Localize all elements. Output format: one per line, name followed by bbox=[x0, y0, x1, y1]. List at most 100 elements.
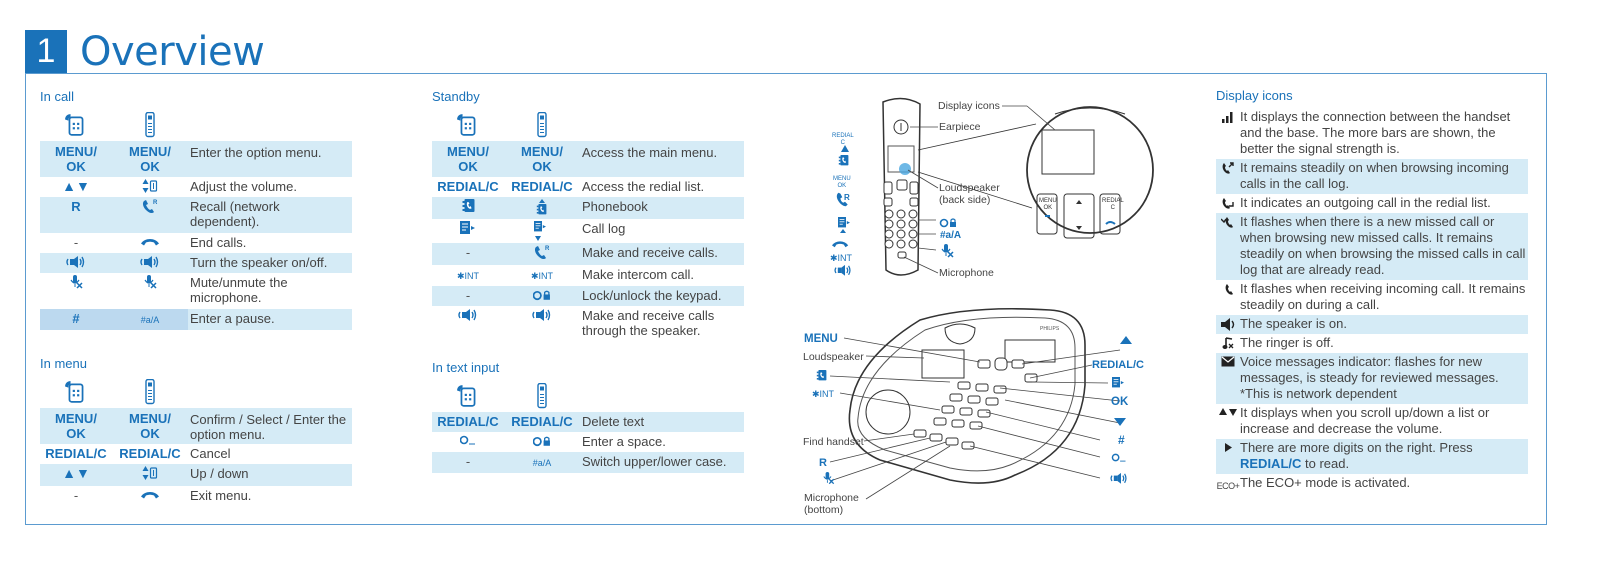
handset-icon bbox=[145, 112, 155, 138]
r-label: R bbox=[844, 193, 850, 202]
table-row: Phonebook bbox=[432, 197, 744, 219]
row-desc: Confirm / Select / Enter the option menu… bbox=[188, 408, 352, 444]
table-row: REDIAL/C REDIAL/C Delete text bbox=[432, 412, 744, 432]
menu-ok-key: MENU/OK bbox=[112, 141, 188, 177]
column-icons bbox=[40, 376, 352, 408]
row-desc: Enter the option menu. bbox=[188, 141, 352, 177]
in-menu-table: MENU/OK MENU/OK Confirm / Select / Enter… bbox=[40, 408, 352, 506]
redial-c-key-text: REDIAL/C bbox=[1240, 456, 1302, 471]
redial-key: REDIAL/C bbox=[119, 446, 181, 461]
speaker-icon bbox=[1221, 318, 1235, 331]
row-desc: Lock/unlock the keypad. bbox=[580, 286, 744, 306]
section-title: Display icons bbox=[1216, 88, 1293, 103]
find-handset-label: Find handset bbox=[803, 436, 864, 448]
item-text: Voice messages indicator: flashes for ne… bbox=[1240, 354, 1499, 401]
list-item: It displays when you scroll up/down a li… bbox=[1216, 404, 1528, 439]
section-title: In menu bbox=[40, 356, 87, 371]
earpiece-label: Earpiece bbox=[939, 121, 981, 133]
speaker-icon bbox=[66, 255, 85, 269]
row-desc: Recall (network dependent). bbox=[188, 197, 352, 233]
row-desc: Enter a pause. bbox=[188, 309, 352, 330]
table-row: Make and receive calls through the speak… bbox=[432, 306, 744, 340]
handset-icon bbox=[537, 112, 547, 138]
volume-updown-icon bbox=[142, 466, 158, 481]
list-item: It remains steadily on when browsing inc… bbox=[1216, 159, 1528, 194]
standby-table: MENU/OK MENU/OK Access the main menu. RE… bbox=[432, 141, 744, 340]
recall-icon bbox=[534, 246, 550, 260]
table-row: REDIAL/C REDIAL/C Access the redial list… bbox=[432, 177, 744, 197]
in-menu-section: In menu MENU/OK MENU/OK Confirm / Select… bbox=[40, 356, 352, 506]
row-desc: Turn the speaker on/off. bbox=[188, 253, 352, 273]
handset-diagram: Display icons Earpiece Loudspeaker (back… bbox=[800, 90, 1200, 290]
in-call-table: MENU/OK MENU/OK Enter the option menu. ▲… bbox=[40, 141, 352, 330]
dash: - bbox=[73, 235, 79, 250]
handset-illustration bbox=[832, 97, 1154, 277]
up-down-key: ▲▼ bbox=[62, 178, 90, 194]
item-text: The ECO+ mode is activated. bbox=[1240, 475, 1411, 490]
list-item: The speaker is on. bbox=[1216, 315, 1528, 334]
base-phone-icon bbox=[457, 384, 476, 407]
speaker-icon bbox=[140, 255, 159, 269]
base-diagram: PHILIPS MENU Loudspeaker ✱INT Fi bbox=[800, 300, 1160, 522]
table-row: ▲▼ Up / down bbox=[40, 464, 352, 486]
hash-aA-key: #a/A bbox=[532, 458, 552, 468]
call-log-icon bbox=[460, 221, 476, 235]
table-row: Mute/unmute the microphone. bbox=[40, 273, 352, 309]
table-row: MENU/OK MENU/OK Access the main menu. bbox=[432, 141, 744, 177]
mute-icon bbox=[70, 275, 83, 289]
dash: - bbox=[73, 488, 79, 503]
row-desc: Call log bbox=[582, 221, 626, 236]
table-row: Enter a space. bbox=[432, 432, 744, 452]
int-key: ✱INT bbox=[530, 271, 554, 281]
row-desc: End calls. bbox=[190, 235, 247, 250]
row-desc: Access the redial list. bbox=[582, 179, 705, 194]
base-illustration: PHILIPS bbox=[816, 307, 1132, 500]
envelope-icon bbox=[1221, 356, 1235, 367]
int-label: ✱INT bbox=[830, 253, 853, 263]
row-desc: Cancel bbox=[190, 446, 231, 461]
zoom-redial-c-label: REDIAL C bbox=[1102, 198, 1124, 211]
ok-label: OK bbox=[1111, 396, 1129, 408]
microphone-bottom-label: Microphone (bottom) bbox=[804, 492, 859, 516]
dash: - bbox=[465, 454, 471, 469]
item-text: There are more digits on the right. Pres… bbox=[1240, 440, 1528, 472]
text-input-table: REDIAL/C REDIAL/C Delete text Enter a sp… bbox=[432, 412, 744, 473]
redial-key: REDIAL/C bbox=[504, 412, 580, 432]
table-row: MENU/OK MENU/OK Enter the option menu. bbox=[40, 141, 352, 177]
display-icons-label: Display icons bbox=[938, 100, 1000, 112]
handset-icon bbox=[1225, 284, 1233, 295]
section-title: In text input bbox=[432, 360, 500, 375]
list-item: Voice messages indicator: flashes for ne… bbox=[1216, 353, 1528, 404]
column-icons bbox=[40, 109, 352, 141]
zoom-menu-ok-label: MENU OK bbox=[1039, 198, 1057, 211]
phonebook-icon bbox=[462, 199, 474, 212]
redial-c-label: REDIAL C bbox=[832, 133, 854, 146]
lock-key-icon bbox=[533, 290, 551, 301]
column-icons bbox=[432, 109, 744, 141]
menu-ok-key: MENU/OK bbox=[432, 141, 504, 177]
volume-updown-icon bbox=[142, 179, 158, 194]
loudspeaker-back-label: Loudspeaker (back side) bbox=[939, 182, 1000, 206]
speaker-icon bbox=[532, 308, 551, 322]
redial-key: REDIAL/C bbox=[45, 446, 107, 461]
row-desc: Adjust the volume. bbox=[190, 179, 297, 194]
row-desc: Access the main menu. bbox=[580, 141, 744, 177]
table-row: - End calls. bbox=[40, 233, 352, 253]
row-desc: Make and receive calls. bbox=[580, 243, 744, 265]
right-arrow-icon bbox=[1225, 443, 1232, 452]
end-call-icon bbox=[141, 492, 159, 499]
text-input-section: In text input REDIAL/C REDIAL/C Delete t… bbox=[432, 360, 744, 473]
list-item: There are more digits on the right. Pres… bbox=[1216, 439, 1528, 474]
table-row: Call log bbox=[432, 219, 744, 243]
list-item: It displays the connection between the h… bbox=[1216, 108, 1528, 159]
eco-icon: ECO+ bbox=[1216, 481, 1240, 491]
table-row: - #a/A Switch upper/lower case. bbox=[432, 452, 744, 473]
item-text-tail: to read. bbox=[1301, 456, 1350, 471]
ringer-off-icon bbox=[1222, 337, 1234, 349]
int-label: ✱INT bbox=[812, 389, 835, 399]
int-key: ✱INT bbox=[456, 271, 480, 281]
signal-icon bbox=[1222, 112, 1233, 123]
menu-ok-key: MENU/OK bbox=[40, 141, 112, 177]
chapter-number: 1 bbox=[25, 30, 67, 73]
list-item: The ringer is off. bbox=[1216, 334, 1528, 353]
